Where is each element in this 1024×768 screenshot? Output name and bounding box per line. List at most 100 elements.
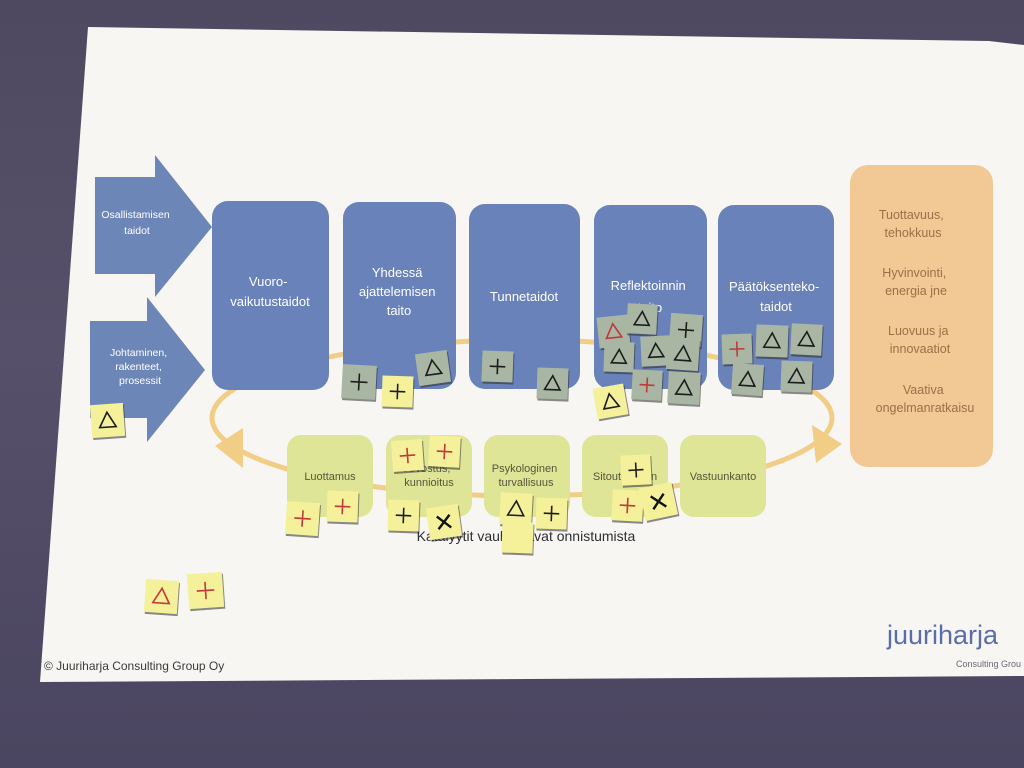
sticky-note-plus [341, 364, 378, 402]
company-logo: juuriharja [886, 620, 999, 650]
step-label-line: taidot [760, 299, 792, 314]
sticky-note-triangle [414, 349, 453, 388]
sticky-note-triangle [536, 367, 570, 402]
step-box-shape [343, 202, 456, 389]
company-logo-tagline: Consulting Grou [956, 659, 1021, 669]
outcome-line: tehokkuus [885, 226, 942, 240]
sticky-note-paper [414, 349, 452, 387]
outcome-item: Hyvinvointi, energia jne [882, 266, 949, 298]
sticky-note-paper [592, 383, 629, 420]
plus-mark-icon [436, 443, 453, 460]
triangle-mark-icon [632, 309, 651, 327]
arrow-shape [95, 155, 212, 297]
plus-mark-icon [294, 510, 311, 527]
sticky-note-triangle [755, 324, 790, 360]
sticky-note-plus [481, 350, 515, 385]
sticky-note-paper [626, 303, 658, 335]
arrow-label-line: rakenteet, [115, 361, 162, 373]
catalyst-box-responsibility: Vastuunkanto [680, 435, 766, 517]
plus-mark-icon [389, 383, 406, 400]
sticky-note-paper [730, 362, 765, 397]
sticky-note-triangle [592, 383, 630, 422]
sticky-note-triangle [790, 323, 824, 358]
triangle-mark-icon [647, 341, 666, 359]
cross-mark-icon [436, 514, 452, 530]
cross-mark-icon [650, 493, 667, 510]
plus-mark-icon [619, 497, 636, 514]
step-label-line: Vuoro- [249, 274, 288, 289]
sticky-note-paper [499, 492, 533, 526]
sticky-note-paper [790, 323, 823, 356]
triangle-mark-icon [506, 499, 525, 517]
sticky-note-paper [667, 371, 701, 405]
sticky-note-paper [501, 521, 534, 554]
copyright-text: © Juuriharja Consulting Group Oy [44, 659, 224, 673]
triangle-mark-icon [424, 358, 444, 377]
plus-mark-icon [489, 358, 506, 375]
triangle-mark-icon [605, 322, 624, 340]
triangle-mark-icon [797, 330, 816, 347]
outcome-item: Vaativa ongelmanratkaisu [876, 383, 975, 415]
triangle-mark-icon [609, 347, 628, 365]
step-box-emotional-skills: Tunnetaidot [469, 204, 580, 389]
step-label-line: ajattelemisen [359, 284, 436, 299]
sticky-note-triangle [665, 336, 701, 374]
sticky-note-cross [638, 481, 680, 523]
step-box-shape [212, 201, 329, 390]
arrow-label-line: taidot [124, 225, 150, 237]
catalyst-label-line: Psykologinen [492, 463, 557, 475]
sticky-note-plus [381, 375, 415, 410]
step-label: Tunnetaidot [490, 289, 559, 304]
triangle-mark-icon [762, 331, 782, 349]
step-label-line: Päätöksenteko- [729, 279, 819, 294]
plus-mark-icon [395, 507, 412, 524]
step-label-line: Yhdessä [372, 265, 423, 280]
ring-arrowhead-right [812, 425, 842, 463]
step-label-line: taito [387, 303, 412, 318]
sticky-note-triangle [626, 303, 659, 337]
plus-mark-icon [350, 373, 368, 391]
sticky-note-paper [596, 314, 631, 349]
sticky-note-plus [620, 454, 653, 488]
sticky-note-plus [284, 500, 321, 539]
sticky-note-plus [387, 499, 421, 534]
arrow-label-line: prosessit [119, 375, 161, 387]
outcome-line: ongelmanratkaisu [876, 401, 975, 415]
triangle-mark-icon [543, 374, 562, 391]
outcome-item: Tuottavuus, tehokkuus [879, 208, 947, 240]
step-box-joint-thinking: Yhdessä ajattelemisen taito [343, 202, 456, 389]
sticky-note-plus [326, 490, 360, 525]
plus-mark-icon [196, 581, 215, 600]
sticky-note-triangle [780, 360, 814, 395]
step-label: Yhdessä ajattelemisen taito [359, 265, 439, 318]
sticky-note-triangle [143, 578, 180, 617]
sticky-note-paper [665, 336, 701, 372]
plus-mark-icon [334, 498, 351, 515]
catalyst-label: Vastuunkanto [690, 471, 756, 483]
arrow-label: Johtaminen, rakenteet, prosessit [110, 347, 170, 387]
catalyst-box-shape [680, 435, 766, 517]
step-box-interaction-skills: Vuoro- vaikutustaidot [212, 201, 329, 390]
triangle-mark-icon [151, 586, 171, 605]
outcome-line: Vaativa [903, 383, 944, 397]
outcome-line: Hyvinvointi, [882, 266, 946, 280]
outcome-box-shape [850, 165, 993, 467]
triangle-mark-icon [674, 378, 693, 396]
outcome-line: energia jne [885, 284, 947, 298]
plus-mark-icon [628, 462, 644, 478]
sticky-note-triangle [89, 402, 127, 441]
triangle-mark-icon [787, 367, 806, 384]
arrow-label: Osallistamisen taidot [101, 209, 172, 237]
sticky-note-paper [640, 335, 672, 367]
sticky-notes-layer [89, 303, 824, 617]
sticky-note-paper [89, 402, 126, 439]
sticky-note-plus [611, 489, 645, 524]
sticky-note-blank [501, 521, 535, 556]
sticky-note-plus [721, 333, 754, 367]
step-box-shape [469, 204, 580, 389]
sticky-note-plus [631, 369, 664, 403]
outcome-item: Luovuus ja innovaatiot [888, 324, 952, 356]
plus-mark-icon [677, 321, 695, 339]
sticky-note-paper [755, 324, 789, 358]
